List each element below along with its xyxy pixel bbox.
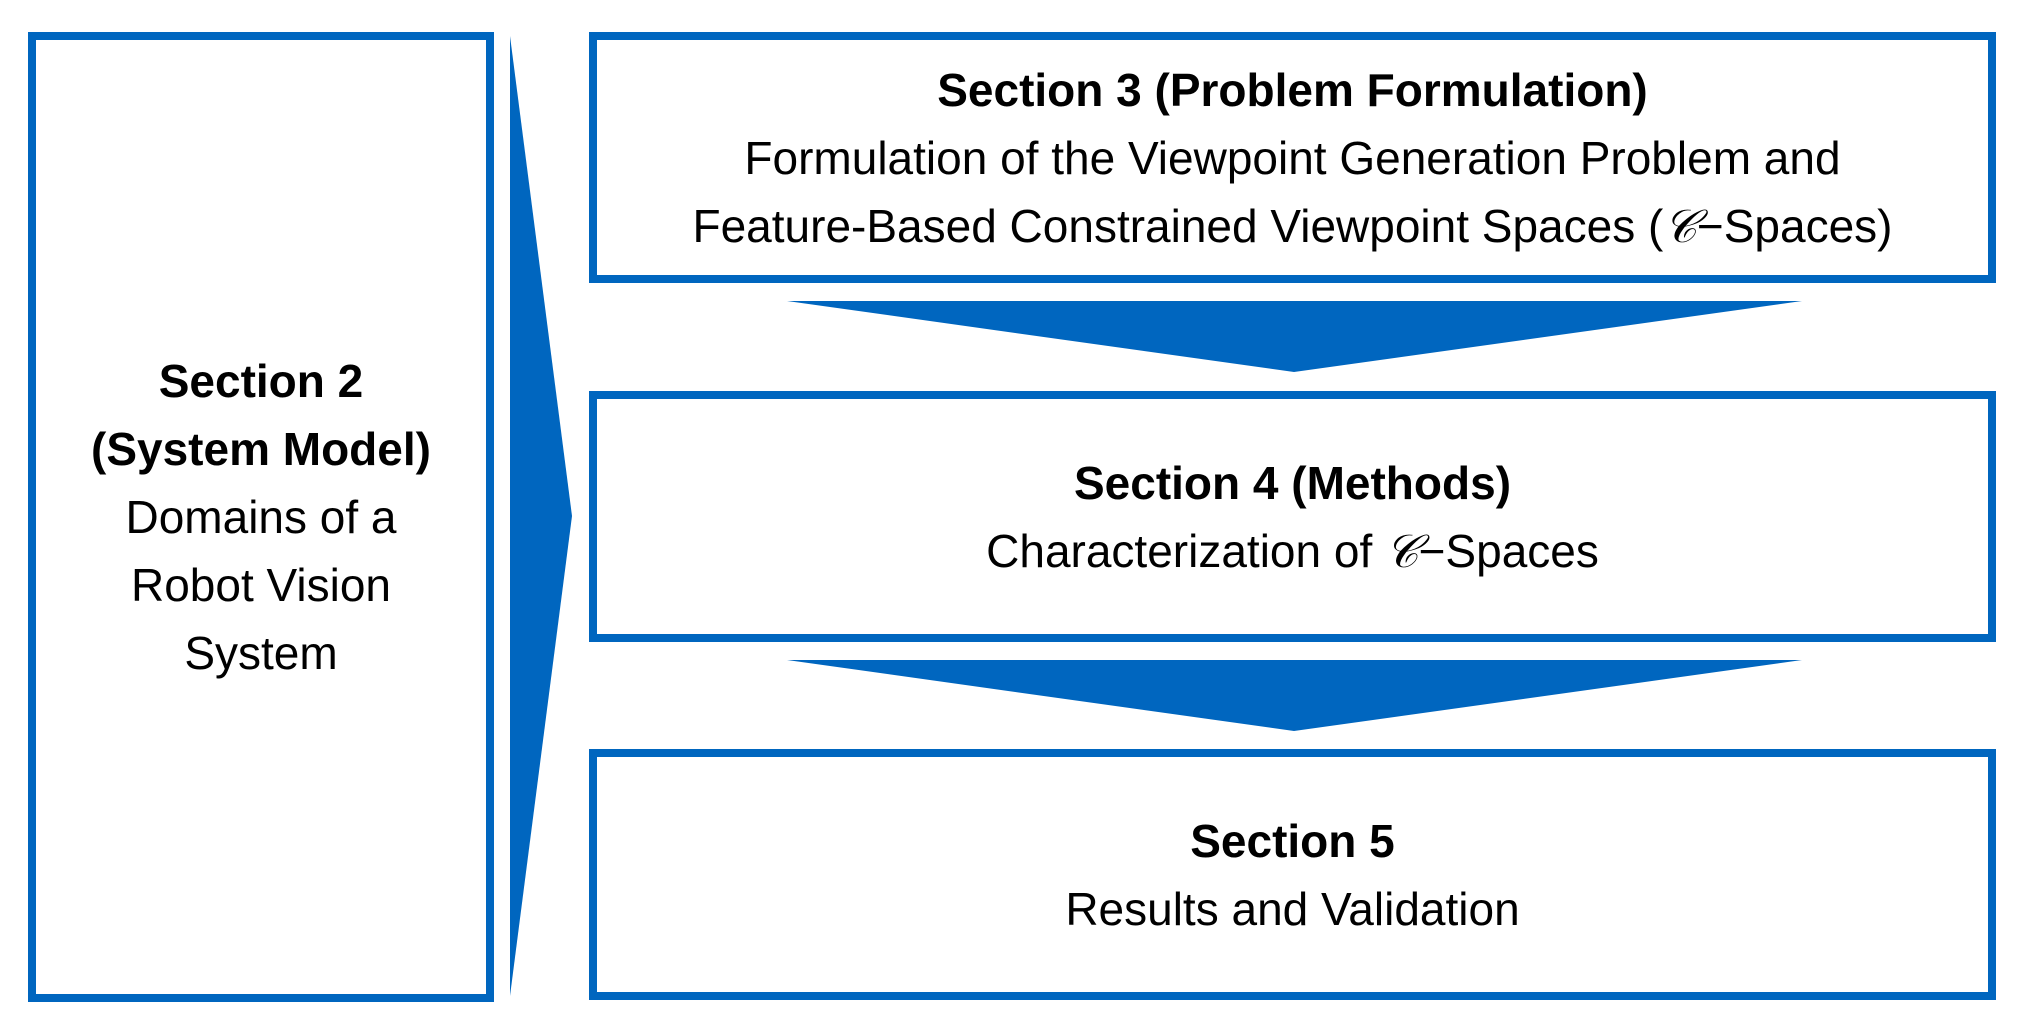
section-2-body-line1: Domains of a <box>125 491 397 543</box>
section-4-title: Section 4 (Methods) <box>1073 456 1512 509</box>
section-4-description: Characterization of 𝒞−Spaces <box>986 517 1599 585</box>
right-arrow <box>510 36 572 996</box>
section-5-title: Section 5 <box>1190 814 1395 867</box>
section-4-body-prefix: Characterization of <box>986 524 1386 577</box>
down-arrow-s4-to-s5 <box>787 660 1802 731</box>
section-3-box: Section 3 (Problem Formulation) Formulat… <box>589 32 1996 283</box>
section-2-body-line2: Robot Vision <box>131 559 391 611</box>
section-2-box: Section 2 (System Model) Domains of a Ro… <box>28 32 494 1002</box>
section-4-body-suffix: −Spaces <box>1418 524 1599 577</box>
section-3-body-line2: Feature-Based Constrained Viewpoint Spac… <box>693 192 1893 260</box>
section-2-description: Domains of a Robot Vision System <box>51 483 471 687</box>
c-space-symbol: 𝒞 <box>1663 198 1697 253</box>
section-3-title: Section 3 (Problem Formulation) <box>937 63 1648 116</box>
c-space-symbol: 𝒞 <box>1385 523 1419 578</box>
section-2-title-line2: (System Model) <box>91 423 431 475</box>
section-3-body-line1: Formulation of the Viewpoint Generation … <box>744 131 1841 184</box>
section-3-description: Formulation of the Viewpoint Generation … <box>693 124 1893 260</box>
section-5-description: Results and Validation <box>1065 882 1520 935</box>
section-3-body-line2-prefix: Feature-Based Constrained Viewpoint Spac… <box>692 199 1664 252</box>
section-2-title-line1: Section 2 <box>158 355 364 407</box>
section-3-body-line2-suffix: −Spaces) <box>1696 199 1893 252</box>
section-4-box: Section 4 (Methods) Characterization of … <box>589 391 1996 642</box>
section-5-box: Section 5 Results and Validation <box>589 749 1996 1000</box>
section-2-title: Section 2 (System Model) <box>51 347 471 483</box>
down-arrow-s3-to-s4 <box>787 301 1802 372</box>
section-2-body-line3: System <box>184 627 338 679</box>
